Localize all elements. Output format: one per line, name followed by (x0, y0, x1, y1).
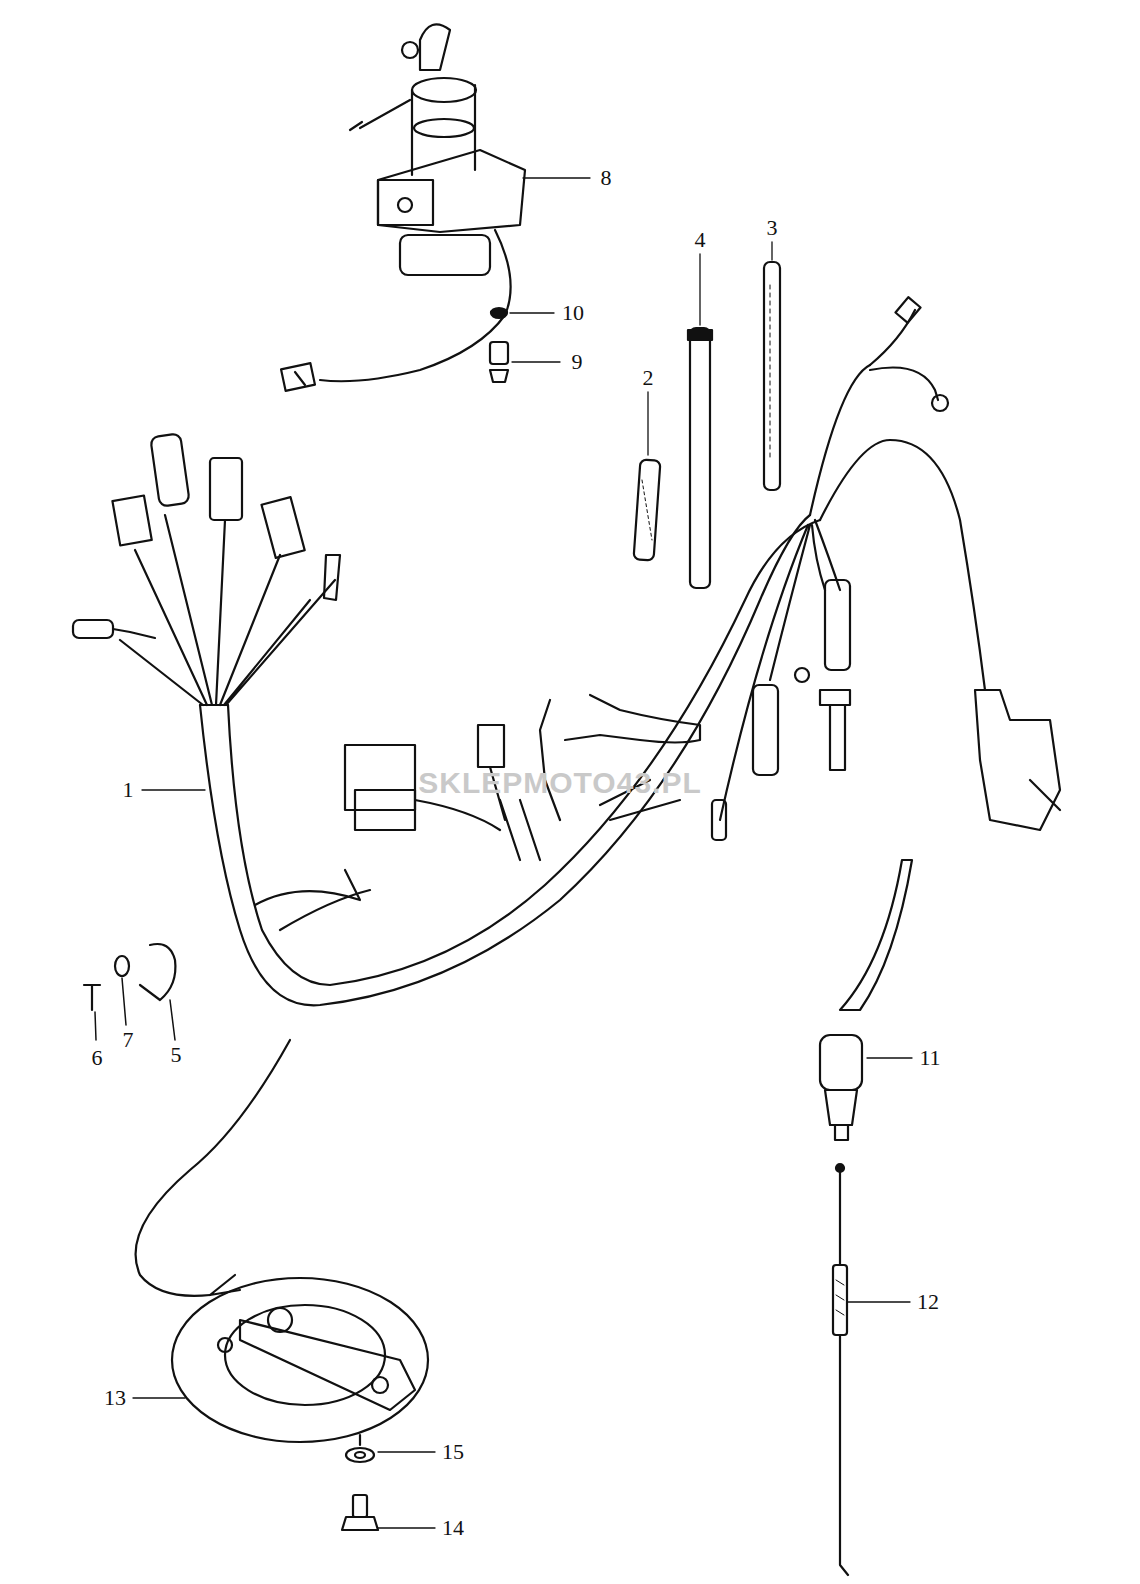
callout-number: 15 (442, 1441, 464, 1463)
small-parts (84, 944, 175, 1040)
callout-number: 7 (123, 1029, 134, 1051)
callout-number: 14 (442, 1517, 464, 1539)
main-harness (73, 297, 1060, 1005)
callout-number: 6 (92, 1047, 103, 1069)
callout-number: 3 (767, 217, 778, 239)
callout-number: 11 (919, 1047, 940, 1069)
callout-number: 9 (572, 351, 583, 373)
callout-number: 4 (695, 229, 706, 251)
leader-lines (133, 178, 912, 1528)
ignition-switch (281, 24, 525, 391)
callout-number: 10 (562, 302, 584, 324)
callout-number: 1 (123, 779, 134, 801)
callout-number: 5 (171, 1044, 182, 1066)
watermark: SKLEPMOTO43.PL (418, 768, 702, 798)
callout-number: 8 (601, 167, 612, 189)
callout-number: 12 (917, 1291, 939, 1313)
harness-bands (634, 262, 780, 588)
horn (136, 1040, 428, 1530)
callout-number: 2 (643, 367, 654, 389)
stop-switch (820, 860, 912, 1575)
callout-number: 13 (104, 1387, 126, 1409)
